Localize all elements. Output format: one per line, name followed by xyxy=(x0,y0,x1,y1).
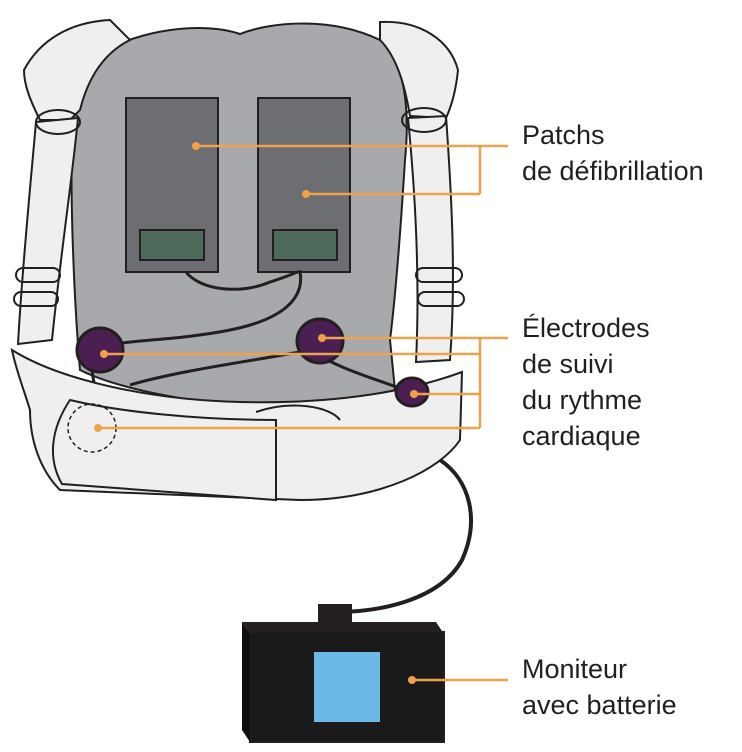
label-monitor-line-2: avec batterie xyxy=(522,690,677,720)
belt-flap xyxy=(52,398,277,502)
left-side-strap xyxy=(16,116,80,346)
leader-lines xyxy=(98,144,508,682)
label-patches-line-2: de défibrillation xyxy=(522,156,704,186)
monitor-connector xyxy=(318,604,352,626)
right-shoulder-ring xyxy=(401,107,447,133)
internal-wire-patches xyxy=(109,270,303,347)
leader-dot-electrode-right xyxy=(318,334,326,342)
right-buckle-upper xyxy=(415,267,463,283)
leader-dot-monitor xyxy=(408,676,416,684)
right-side-strap xyxy=(406,114,454,364)
leader-electrodes xyxy=(98,336,508,430)
leader-dot-electrode-hidden xyxy=(94,424,102,432)
label-electrodes-line-1: Électrodes xyxy=(522,313,650,343)
label-electrodes-line-4: cardiaque xyxy=(522,421,641,451)
label-monitor-line-1: Moniteur xyxy=(522,654,627,684)
label-electrodes: Électrodes de suivi du rythme cardiaque xyxy=(522,313,657,451)
label-patches-line-1: Patchs xyxy=(522,120,605,150)
label-monitor: Moniteur avec batterie xyxy=(522,654,677,720)
leader-dot-electrode-left xyxy=(100,350,108,358)
leader-dot-patch-left xyxy=(192,142,200,150)
monitor-cable xyxy=(335,458,473,614)
left-shoulder-ring xyxy=(35,109,81,135)
leader-dot-electrode-side xyxy=(410,390,418,398)
left-shoulder-strap xyxy=(22,18,132,121)
leader-dots xyxy=(94,142,418,684)
defib-patch-left-window xyxy=(139,229,205,261)
leader-patches xyxy=(196,144,508,196)
left-buckle-upper xyxy=(15,267,61,283)
electrode-left xyxy=(75,326,125,374)
defib-patch-right-window xyxy=(272,229,338,261)
left-buckle-lower xyxy=(13,291,59,307)
right-buckle-lower xyxy=(417,291,465,307)
monitor-screen xyxy=(314,652,380,722)
monitor-side-face xyxy=(242,622,250,742)
belt-edge-detail xyxy=(255,404,341,421)
leader-dot-patch-right xyxy=(302,190,310,198)
label-electrodes-line-3: du rythme xyxy=(522,385,642,415)
right-shoulder-strap xyxy=(379,20,460,120)
label-electrodes-line-2: de suivi xyxy=(522,349,614,379)
label-patches: Patchs de défibrillation xyxy=(522,120,704,186)
